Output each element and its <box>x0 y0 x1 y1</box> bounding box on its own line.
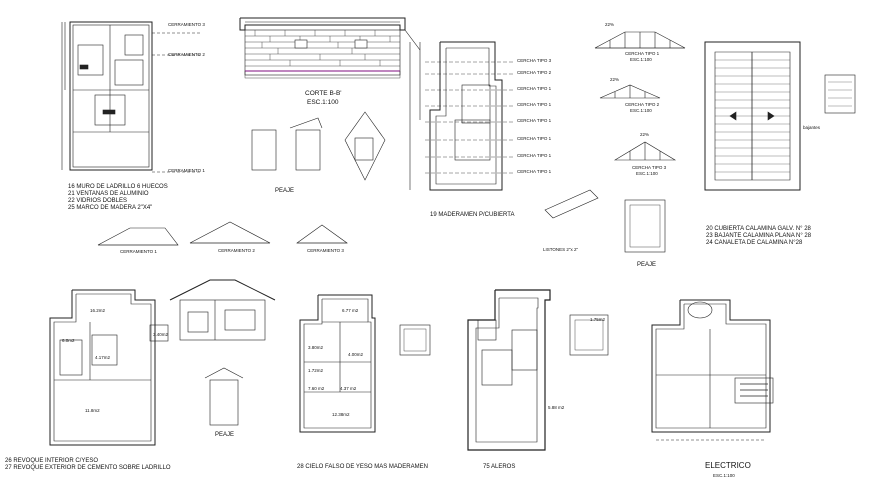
legend-bottom-left-1: 27 REVOQUE EXTERIOR DE CEMENTO SOBRE LAD… <box>5 465 171 471</box>
section-with-roof <box>149 279 276 426</box>
area-b4: 1.72m2 <box>308 368 324 373</box>
truss-type-scale-0: ESC.1:100 <box>630 57 652 62</box>
area-b1: 6.77 m2 <box>342 308 359 313</box>
roof-label-cerramiento-2: CERRAMIENTO 2 <box>168 52 205 57</box>
legend-left-2: 22 VIDRIOS DOBLES <box>68 198 128 204</box>
truss-type-scale-2: ESC.1:100 <box>636 171 658 176</box>
floor-plan-bottom-left <box>49 289 156 446</box>
truss-plan-label-3: CERCHA TIPO 1 <box>517 102 552 107</box>
area-small1: 3.40m2 <box>153 332 169 337</box>
cerramiento-small-2: CERRAMIENTO 2 <box>218 248 255 253</box>
truss-type-pct-0: 22% <box>605 22 615 27</box>
legend-left-3: 25 MARCO DE MADERA 2"X4" <box>68 205 153 211</box>
legend-right-2: 24 CANALETA DE CALAMINA N°28 <box>706 240 803 246</box>
legend-left-0: 16 MURO DE LADRILLO 6 HUECOS <box>68 184 168 190</box>
area-b2: 3.80m2 <box>308 345 324 350</box>
truss-plan-label-1: CERCHA TIPO 2 <box>517 70 552 75</box>
listones-label: LISTONES 2"x 2" <box>543 247 579 252</box>
area-b5: 4.37 m2 <box>340 386 357 391</box>
roof-cover-plan <box>704 41 856 191</box>
truss-type-pct-2: 22% <box>640 132 650 137</box>
legend-right-1: 23 BAJANTE CALAMINA PLANA N° 28 <box>706 233 812 239</box>
peaje-label-right: PEAJE <box>637 262 657 268</box>
cerramiento-small-1: CERRAMIENTO 1 <box>120 249 157 254</box>
bajantes-label: bajantes <box>803 125 821 130</box>
truss-plan-label-4: CERCHA TIPO 1 <box>517 118 552 123</box>
brick-wall-section <box>239 17 421 79</box>
section-title: CORTE B-B' <box>305 90 342 97</box>
electrico-scale: ESC.1:100 <box>713 473 735 478</box>
truss-type-pct-1: 22% <box>610 77 620 82</box>
area-a2: 6.0m2 <box>62 338 75 343</box>
area-b6: 12.38m2 <box>332 412 350 417</box>
peaje-label-bottom: PEAJE <box>215 432 235 438</box>
area-a4: 11.8m2 <box>85 408 100 413</box>
legend-right-0: 20 CUBIERTA CALAMINA GALV. N° 28 <box>706 226 811 232</box>
roof-label-cerramiento-3: CERRAMIENTO 3 <box>168 22 205 27</box>
cielo-falso-label: 28 CIELO FALSO DE YESO MAS MADERAMEN <box>297 464 428 470</box>
area-small3: 1.75m2 <box>590 317 606 322</box>
section-scale: ESC.1:100 <box>307 99 339 106</box>
peaje-details <box>251 111 666 253</box>
truss-plan <box>409 41 515 191</box>
cerramiento-small-3: CERRAMIENTO 3 <box>307 248 344 253</box>
small-roof-trusses <box>97 221 348 246</box>
truss-type-scale-1: ESC.1:100 <box>630 108 652 113</box>
area-a3: 4.17m2 <box>95 355 111 360</box>
electrical-plan <box>651 299 774 441</box>
truss-plan-label-6: CERCHA TIPO 1 <box>517 153 552 158</box>
truss-types <box>594 31 686 161</box>
electrico-title: ELECTRICO <box>705 461 751 470</box>
truss-plan-label-0: CERCHA TIPO 3 <box>517 58 552 63</box>
peaje-label-top: PEAJE <box>275 188 295 194</box>
truss-plan-label-5: CERCHA TIPO 1 <box>517 136 552 141</box>
floor-plan-top-left <box>61 21 200 173</box>
truss-plan-label-2: CERCHA TIPO 1 <box>517 86 552 91</box>
truss-plan-label-7: CERCHA TIPO 1 <box>517 169 552 174</box>
cielo-falso-plan <box>299 294 431 433</box>
truss-type-title-0: CERCHA TIPO 1 <box>625 51 660 56</box>
area-a1: 16.2m2 <box>90 308 106 313</box>
area-small2: 7.60 m2 <box>308 386 325 391</box>
aleros-plan <box>467 289 609 451</box>
area-b3: 4.00m2 <box>348 352 364 357</box>
aleros-label: 75 ALEROS <box>483 464 516 470</box>
legend-left-1: 21 VENTANAS DE ALUMINIO <box>68 191 149 197</box>
truss-type-title-1: CERCHA TIPO 2 <box>625 102 660 107</box>
legend-bottom-left-0: 26 REVOQUE INTERIOR C/YESO <box>5 458 99 464</box>
roof-label-cerramiento-1: CERRAMIENTO 1 <box>168 168 205 173</box>
truss-type-title-2: CERCHA TIPO 3 <box>632 165 667 170</box>
area-aleros: 5.88 m2 <box>548 405 565 410</box>
maderamen-label: 19 MADERAMEN P/CUBIERTA <box>430 212 515 218</box>
